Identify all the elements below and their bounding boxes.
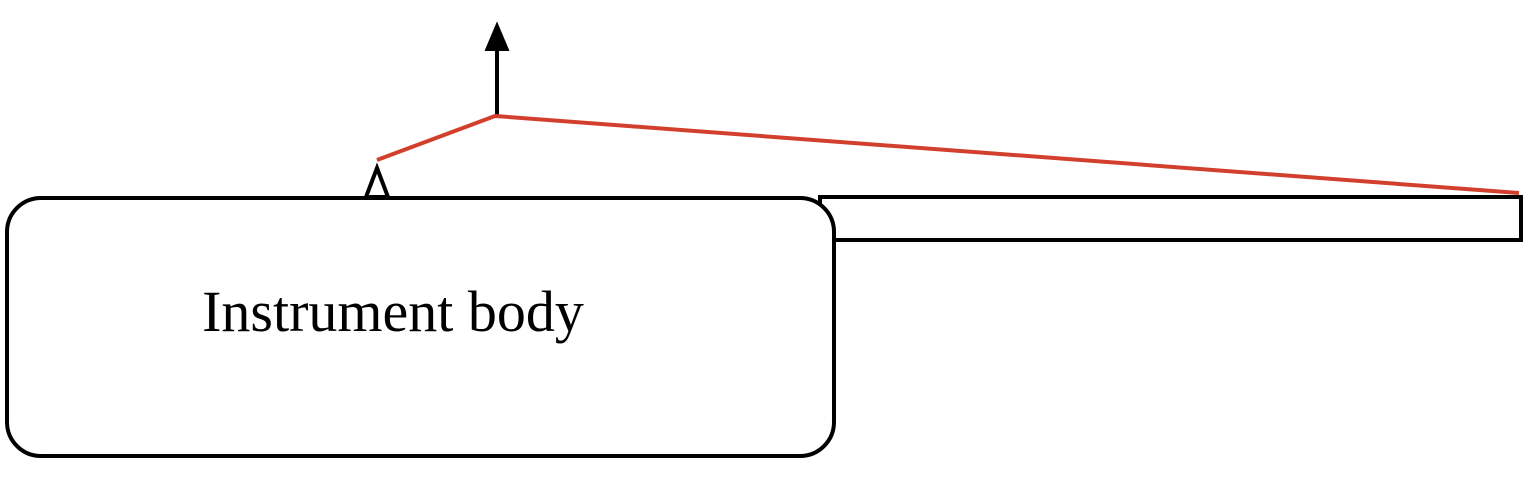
neck — [818, 195, 1523, 242]
bridge — [363, 162, 391, 199]
instrument-body — [5, 196, 836, 458]
body-label: Instrument body — [202, 279, 584, 344]
string — [376, 114, 1520, 195]
force-arrow-head — [484, 21, 510, 51]
